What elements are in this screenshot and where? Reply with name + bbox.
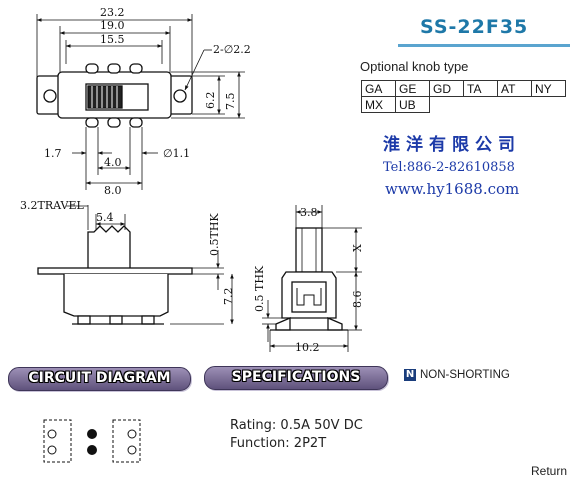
dim-thk-side: 0.5 THK bbox=[253, 265, 266, 312]
model-underline bbox=[398, 44, 570, 47]
table-row: MX UB bbox=[361, 96, 566, 113]
non-shorting-note: N NON-SHORTING bbox=[404, 369, 510, 381]
knob-cell: MX bbox=[361, 96, 396, 113]
dim-7-2: 7.2 bbox=[222, 288, 235, 306]
dim-19-0: 19.0 bbox=[100, 19, 125, 32]
top-view bbox=[36, 14, 245, 190]
knob-cell: GE bbox=[395, 80, 430, 97]
return-link[interactable]: Return bbox=[531, 464, 568, 478]
knob-cell: GA bbox=[361, 80, 396, 97]
dim-10-2: 10.2 bbox=[295, 341, 320, 354]
spec-rating: Rating: 0.5A 50V DC bbox=[230, 418, 363, 433]
dim-6-2: 6.2 bbox=[204, 92, 217, 110]
dim-5-4: 5.4 bbox=[96, 211, 114, 224]
side-view bbox=[262, 205, 362, 352]
knob-cell: UB bbox=[395, 96, 430, 113]
dim-1-7: 1.7 bbox=[44, 147, 62, 160]
knob-cell: AT bbox=[497, 80, 532, 97]
dim-hole: 2-∅2.2 bbox=[213, 43, 251, 56]
dim-7-5: 7.5 bbox=[224, 93, 237, 111]
circuit-diagram-heading: CIRCUIT DIAGRAM bbox=[8, 367, 191, 391]
dim-thk: 0.5THK bbox=[208, 213, 221, 256]
dim-3-8: 3.8 bbox=[300, 206, 318, 219]
dim-travel: 3.2TRAVEL bbox=[20, 199, 84, 212]
knob-type-table: GA GE GD TA AT NY MX UB bbox=[361, 80, 566, 113]
knob-type-title: Optional knob type bbox=[360, 59, 469, 74]
dim-pin: ∅1.1 bbox=[163, 147, 190, 160]
dim-15-5: 15.5 bbox=[100, 33, 125, 46]
company-website[interactable]: www.hy1688.com bbox=[385, 180, 520, 198]
model-number: SS-22F35 bbox=[420, 16, 529, 38]
circuit-diagram-label: CIRCUIT DIAGRAM bbox=[28, 370, 171, 386]
non-shorting-label: NON-SHORTING bbox=[420, 369, 510, 381]
dim-23-2: 23.2 bbox=[100, 6, 125, 19]
knob-cell: GD bbox=[429, 80, 464, 97]
circuit-diagram bbox=[43, 419, 141, 463]
company-tel: Tel:886-2-82610858 bbox=[383, 160, 515, 175]
dim-8-0: 8.0 bbox=[104, 184, 122, 197]
dim-4-0: 4.0 bbox=[104, 156, 122, 169]
knob-cell: TA bbox=[463, 80, 498, 97]
non-shorting-icon: N bbox=[404, 369, 416, 381]
dim-8-6: 8.6 bbox=[351, 291, 364, 309]
dim-x: X bbox=[351, 244, 364, 252]
company-name: 淮洋有限公司 bbox=[383, 135, 521, 155]
table-row: GA GE GD TA AT NY bbox=[361, 80, 566, 97]
specifications-label: SPECIFICATIONS bbox=[231, 369, 361, 385]
knob-cell: NY bbox=[531, 80, 566, 97]
spec-function: Function: 2P2T bbox=[230, 436, 327, 451]
specifications-heading: SPECIFICATIONS bbox=[204, 366, 388, 390]
front-view bbox=[37, 205, 234, 325]
